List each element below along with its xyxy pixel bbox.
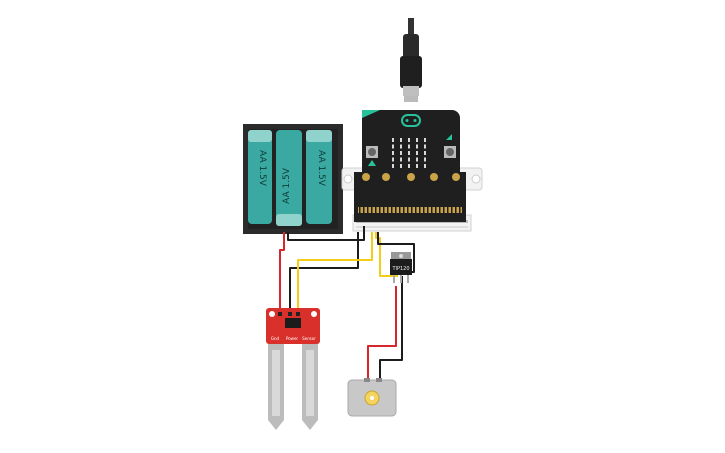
led [400, 151, 402, 155]
pin-label-power: Power [286, 336, 298, 341]
fine-pin [391, 207, 393, 213]
fine-pin [403, 207, 405, 213]
fine-pin [419, 207, 421, 213]
led [400, 138, 402, 142]
gold-pad [430, 173, 438, 181]
battery-cell-3: AA 1.5V [306, 130, 332, 224]
wire-yellow-sensor-signal [297, 232, 373, 312]
led [416, 151, 418, 155]
fine-pin [375, 207, 377, 213]
battery-cell-2: AA 1.5V [276, 130, 302, 226]
fine-pin [451, 207, 453, 213]
gold-pad [362, 173, 370, 181]
fine-pin [439, 207, 441, 213]
fine-pin [387, 207, 389, 213]
battery-pack: AA 1.5V AA 1.5V AA 1.5V [243, 124, 343, 234]
led [408, 144, 410, 149]
fine-pin [435, 207, 437, 213]
fine-pin [383, 207, 385, 213]
fine-pin [431, 207, 433, 213]
battery-cell-label: AA 1.5V [282, 167, 292, 204]
led [400, 157, 402, 162]
sensor-chip [285, 318, 301, 328]
led [416, 138, 418, 142]
transistor: TIP120 [390, 252, 412, 283]
fine-pin [423, 207, 425, 213]
fine-pin [367, 207, 369, 213]
battery-cell-1: AA 1.5V [248, 130, 272, 224]
usb-cable [400, 18, 422, 96]
transistor-label: TIP120 [391, 266, 409, 272]
wires [279, 226, 415, 380]
led [392, 144, 394, 149]
gold-pad [452, 173, 460, 181]
led-matrix [392, 138, 426, 168]
fine-pin [359, 207, 361, 213]
fine-pin [427, 207, 429, 213]
led [392, 157, 394, 162]
battery-cell-label: AA 1.5V [316, 150, 326, 187]
led [424, 157, 426, 162]
led [408, 138, 410, 142]
fine-pin [415, 207, 417, 213]
wire-black-sensor-gnd [289, 232, 359, 312]
wire-black-transistor-to-motor [379, 276, 403, 380]
fine-pin [395, 207, 397, 213]
button-a[interactable] [366, 146, 378, 158]
sensor-pin-labels: Gnd Power Sensor [271, 336, 316, 341]
pin-label-sensor: Sensor [302, 336, 316, 341]
led [416, 157, 418, 162]
edge-connector-pads [362, 173, 460, 181]
led [392, 138, 394, 142]
wire-black-battery-to-breakout [287, 226, 365, 241]
fine-pin-lines [359, 207, 461, 213]
button-b[interactable] [444, 146, 456, 158]
microbit-logo [401, 114, 421, 127]
led [424, 138, 426, 142]
led [416, 144, 418, 149]
battery-cell-label: AA 1.5V [257, 150, 267, 187]
wire-red-motor [367, 286, 397, 380]
fine-pin [443, 207, 445, 213]
wire-red-battery-to-sensor [279, 232, 285, 312]
led [400, 164, 402, 168]
led [408, 164, 410, 168]
microbit-board [354, 96, 466, 222]
fine-pin [407, 207, 409, 213]
led [392, 164, 394, 168]
led [424, 151, 426, 155]
fine-pin [363, 207, 365, 213]
led [416, 164, 418, 168]
pin-label-gnd: Gnd [271, 336, 280, 341]
fine-pin [447, 207, 449, 213]
led [424, 144, 426, 149]
wire-yellow-p-to-transistor [375, 232, 398, 277]
led [400, 144, 402, 149]
led [408, 151, 410, 155]
led [408, 157, 410, 162]
fine-pin [455, 207, 457, 213]
gold-pad [407, 173, 415, 181]
fine-pin [399, 207, 401, 213]
dc-motor [347, 378, 397, 417]
soil-moisture-sensor: Gnd Power Sensor [266, 308, 320, 430]
fine-pin [411, 207, 413, 213]
gold-pad [382, 173, 390, 181]
fine-pin [379, 207, 381, 213]
led [424, 164, 426, 168]
edge-connector-strip [356, 205, 464, 215]
fine-pin [459, 207, 461, 213]
sensor-header-pins [278, 312, 300, 316]
fine-pin [371, 207, 373, 213]
led [392, 151, 394, 155]
